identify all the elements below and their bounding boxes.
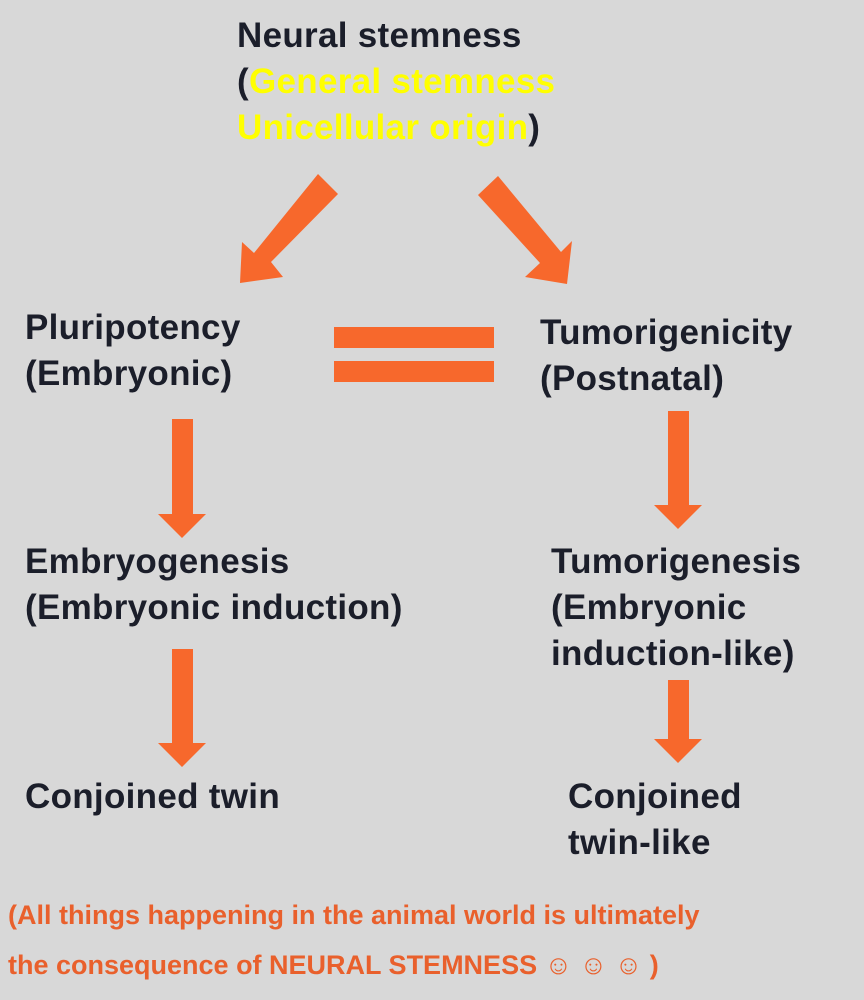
- arrow-root-to-tumorigenicity: [478, 176, 572, 284]
- conjoined-twin-title: Conjoined twin: [25, 777, 280, 816]
- conjoined-twin-like-line2: twin-like: [568, 823, 711, 862]
- root-title: Neural stemness: [237, 16, 522, 55]
- pluripotency-subtitle: (Embryonic): [25, 354, 233, 393]
- arrow-tumorigenesis-to-conjoined-twin-like: [654, 680, 702, 763]
- tumorigenicity-title: Tumorigenicity: [540, 313, 793, 352]
- footer-note: (All things happening in the animal worl…: [8, 890, 700, 990]
- embryogenesis-title: Embryogenesis: [25, 542, 290, 581]
- node-tumorigenesis: Tumorigenesis (Embryonic induction-like): [551, 539, 801, 677]
- tumorigenesis-subtitle-line1: (Embryonic: [551, 588, 747, 627]
- arrow-embryogenesis-to-conjoined-twin: [158, 649, 206, 767]
- equivalence-bar-bottom: [334, 361, 494, 382]
- footer-line2: the consequence of NEURAL STEMNESS ☺ ☺ ☺…: [8, 950, 659, 980]
- root-subtitle-line2: Unicellular origin): [237, 105, 555, 151]
- conjoined-twin-like-line1: Conjoined: [568, 777, 742, 816]
- paren-close: ): [528, 108, 541, 147]
- pluripotency-title: Pluripotency: [25, 308, 241, 347]
- node-embryogenesis: Embryogenesis (Embryonic induction): [25, 539, 403, 631]
- node-tumorigenicity: Tumorigenicity (Postnatal): [540, 310, 792, 402]
- tumorigenesis-subtitle-line2: induction-like): [551, 634, 795, 673]
- equivalence-bar-top: [334, 327, 494, 348]
- tumorigenicity-subtitle: (Postnatal): [540, 359, 725, 398]
- embryogenesis-subtitle: (Embryonic induction): [25, 588, 403, 627]
- node-conjoined-twin: Conjoined twin: [25, 774, 280, 820]
- node-conjoined-twin-like: Conjoined twin-like: [568, 774, 742, 866]
- footer-line1: (All things happening in the animal worl…: [8, 900, 700, 930]
- root-node: Neural stemness (General stemness Unicel…: [237, 13, 555, 151]
- tumorigenesis-title: Tumorigenesis: [551, 542, 802, 581]
- root-subtitle-line1: (General stemness: [237, 59, 555, 105]
- arrow-tumorigenicity-to-tumorigenesis: [654, 411, 702, 529]
- paren-open: (: [237, 62, 249, 101]
- root-general-stemness: General stemness: [248, 62, 556, 101]
- arrow-root-to-pluripotency: [240, 174, 338, 283]
- node-pluripotency: Pluripotency (Embryonic): [25, 305, 241, 397]
- root-unicellular-origin: Unicellular origin: [237, 108, 529, 147]
- arrow-pluripotency-to-embryogenesis: [158, 419, 206, 538]
